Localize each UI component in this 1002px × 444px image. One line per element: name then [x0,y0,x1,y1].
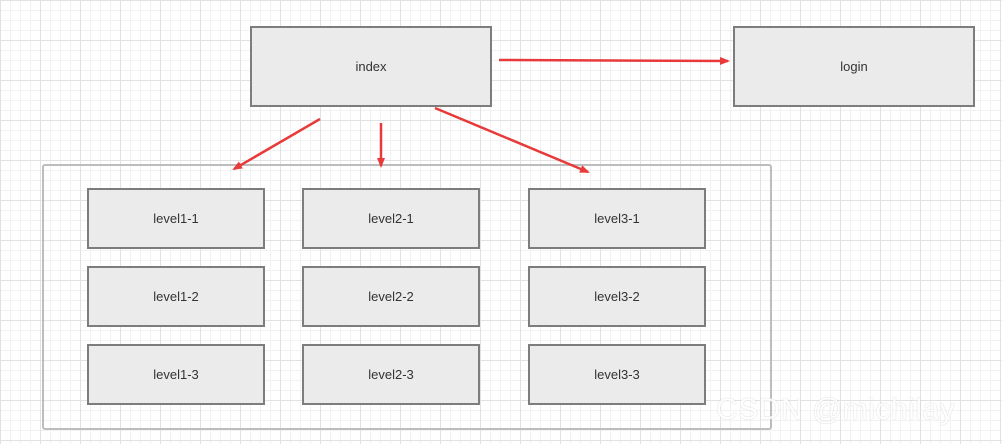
login-node[interactable]: login [733,26,975,107]
login-node-label: login [840,59,868,74]
level3-1-node[interactable]: level3-1 [528,188,706,249]
index-node[interactable]: index [250,26,492,107]
watermark-text: CSDN @michilay [716,393,956,426]
level3-1-label: level3-1 [594,211,640,226]
arrow-index-to-level1 [232,117,321,171]
level3-2-node[interactable]: level3-2 [528,266,706,327]
level2-3-node[interactable]: level2-3 [302,344,480,405]
level1-3-node[interactable]: level1-3 [87,344,265,405]
level3-3-label: level3-3 [594,367,640,382]
level1-3-label: level1-3 [153,367,199,382]
level2-1-label: level2-1 [368,211,414,226]
arrow-index-to-level3 [434,106,590,174]
level3-3-node[interactable]: level3-3 [528,344,706,405]
index-node-label: index [355,59,387,74]
level2-1-node[interactable]: level2-1 [302,188,480,249]
levels-group [42,164,772,430]
level3-2-label: level3-2 [594,289,640,304]
level1-2-node[interactable]: level1-2 [87,266,265,327]
arrow-index-to-login [498,56,730,65]
level2-2-label: level2-2 [368,289,414,304]
level1-1-node[interactable]: level1-1 [87,188,265,249]
level1-1-label: level1-1 [153,211,199,226]
level1-2-label: level1-2 [153,289,199,304]
level2-3-label: level2-3 [368,367,414,382]
level2-2-node[interactable]: level2-2 [302,266,480,327]
